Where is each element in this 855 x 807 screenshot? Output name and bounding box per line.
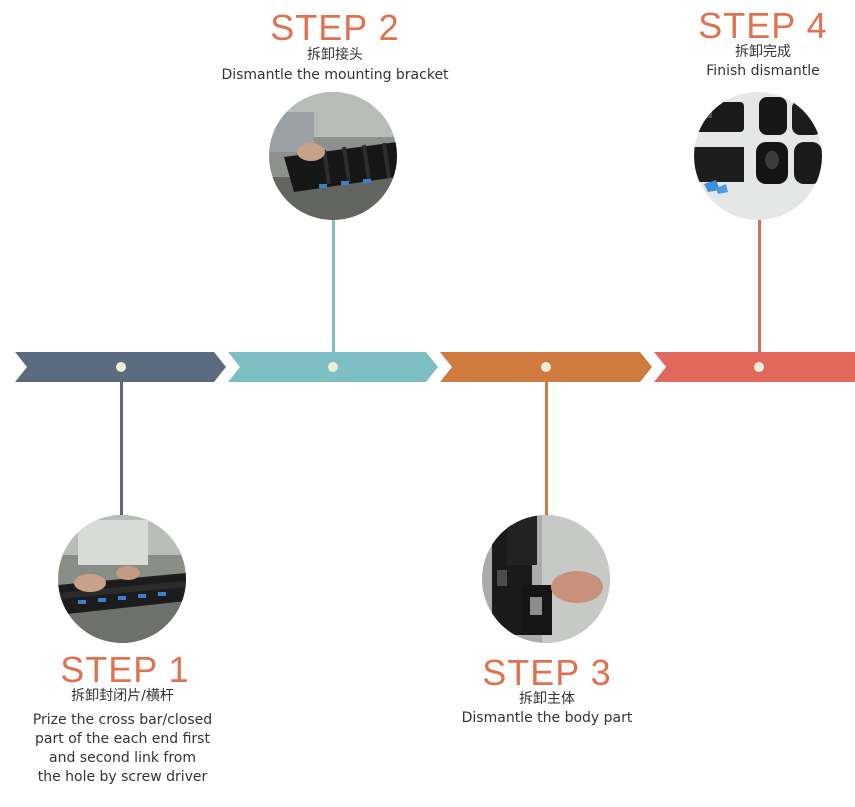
step-2-cn-label: 拆卸接头	[307, 47, 363, 63]
timeline-dot-1	[116, 362, 126, 372]
step-3-title: STEP 3	[482, 652, 612, 693]
step-4-photo	[694, 92, 822, 220]
step-4-description: Finish dismantle	[706, 63, 820, 79]
timeline-dot-2	[328, 362, 338, 372]
dismantled-parts-photo-icon	[694, 92, 822, 220]
drag-chain-hands-photo-icon	[58, 515, 186, 643]
step-1-cn-label: 拆卸封闭片/横杆	[71, 688, 174, 704]
step-3-description: Dismantle the body part	[461, 710, 633, 726]
step-4-title: STEP 4	[698, 5, 828, 46]
drag-chain-bracket-photo-icon	[269, 92, 397, 220]
step-1-photo	[58, 515, 186, 643]
step-3-photo	[482, 515, 610, 643]
timeline-band	[0, 352, 855, 382]
step-3-cn-label: 拆卸主体	[519, 691, 575, 707]
drag-chain-body-photo-icon	[482, 515, 610, 643]
stem-step-3	[545, 372, 548, 518]
stem-step-1	[120, 372, 123, 558]
timeline-dot-3	[541, 362, 551, 372]
stem-step-4	[758, 218, 761, 362]
step-2-photo	[269, 92, 397, 220]
timeline-dot-4	[754, 362, 764, 372]
step-1-description: Prize the cross bar/closed part of the e…	[32, 712, 213, 785]
step-2-title: STEP 2	[270, 7, 400, 48]
step-1-title: STEP 1	[60, 649, 190, 690]
stem-step-2	[332, 210, 335, 362]
step-2-description: Dismantle the mounting bracket	[221, 67, 449, 83]
step-4-cn-label: 拆卸完成	[735, 44, 791, 60]
timeline-arrows	[15, 352, 855, 382]
